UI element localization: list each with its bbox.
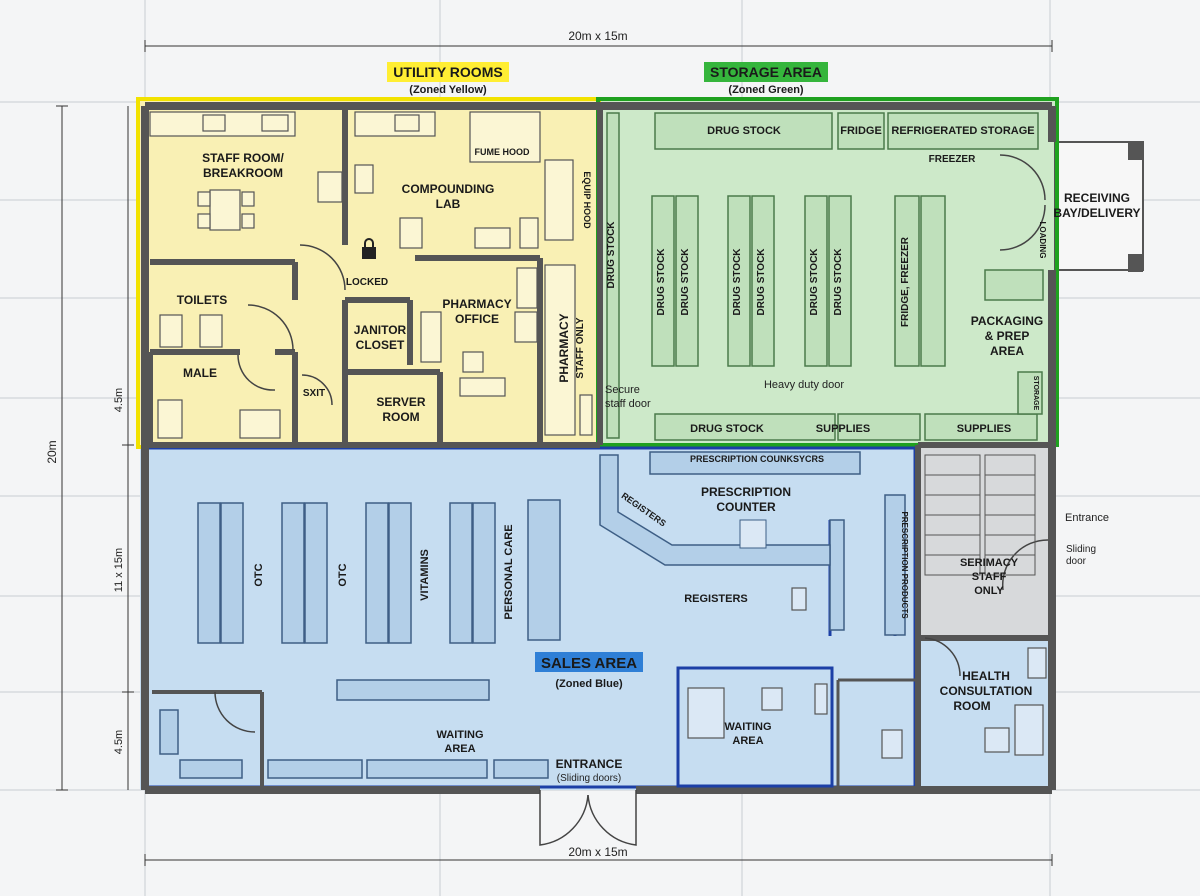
locked-label: LOCKED: [346, 277, 388, 288]
utility-furniture: [149, 111, 593, 439]
drug-stock-rack-4: DRUG STOCK: [756, 248, 767, 316]
prescription-counter-shape: [599, 454, 831, 566]
sliding-door-label-2: door: [1066, 556, 1087, 567]
pharmacy-staff-label-2: STAFF ONLY: [575, 317, 586, 378]
packaging-label-3: AREA: [990, 344, 1024, 358]
bay-post-bottom: [1128, 254, 1143, 272]
exit-label: SXIT: [303, 388, 325, 399]
pharmacy-office-label-1: PHARMACY: [442, 297, 511, 311]
health-label-2: CONSULTATION: [940, 684, 1033, 698]
sales-subtitle: (Zoned Blue): [555, 678, 623, 690]
storage-title: STORAGE AREA: [710, 64, 822, 80]
sales-aisles: [159, 451, 906, 779]
fume-hood-label: FUME HOOD: [475, 147, 530, 157]
serimacy-label-2: STAFF: [972, 571, 1007, 583]
drug-stock-rack-5: DRUG STOCK: [809, 248, 820, 316]
packaging-label-2: & PREP: [985, 329, 1030, 343]
stairs: [924, 454, 1036, 576]
serimacy-label-1: SERIMACY: [960, 557, 1019, 569]
packaging-label-1: PACKAGING: [971, 314, 1043, 328]
prescription-products-label: PRESCRIPTION PRODUCTS: [900, 511, 909, 619]
sliding-door-label-1: Sliding: [1066, 544, 1096, 555]
utility-title: UTILITY ROOMS: [393, 64, 502, 80]
dim-left-total: 20m: [45, 440, 59, 463]
storage-title-bg: [704, 62, 828, 82]
side-entrance-label: Entrance: [1065, 512, 1109, 524]
waiting-label-2: AREA: [444, 743, 475, 755]
vitamins-label: VITAMINS: [419, 549, 431, 601]
waiting-label-1: WAITING: [436, 729, 483, 741]
bay-post-top: [1128, 142, 1143, 160]
storage-small-label: STORAGE: [1032, 376, 1039, 411]
dimension-lines: [56, 40, 1053, 866]
otc-label-1: OTC: [253, 563, 265, 586]
utility-subtitle: (Zoned Yellow): [409, 84, 487, 96]
drug-stock-top-label: DRUG STOCK: [707, 125, 781, 137]
entrance-label: ENTRANCE: [556, 757, 623, 771]
secure-door-label-1: Secure: [605, 384, 640, 396]
sales-title: SALES AREA: [541, 655, 637, 672]
supplies-label-1: SUPPLIES: [816, 423, 870, 435]
fridge-label: FRIDGE: [840, 125, 882, 137]
pharmacy-office-label-2: OFFICE: [455, 312, 499, 326]
health-furniture: [687, 587, 1047, 759]
storage-racks: [606, 112, 1044, 441]
janitor-label-1: JANITOR: [354, 323, 407, 337]
registers-label: REGISTERS: [684, 593, 748, 605]
compounding-label-2: LAB: [436, 197, 461, 211]
freezer-label: FREEZER: [929, 154, 976, 165]
prescription-counter-label-1: PRESCRIPTION: [701, 485, 791, 499]
interior-walls: [145, 110, 1052, 790]
inner-waiting-label-2: AREA: [732, 735, 763, 747]
inner-waiting-label-1: WAITING: [724, 721, 771, 733]
toilets-label: TOILETS: [177, 293, 227, 307]
dim-bottom: 20m x 15m: [568, 845, 627, 859]
lock-icon: [362, 238, 376, 259]
serimacy-label-3: ONLY: [974, 585, 1004, 597]
zone-staff-stair: [918, 445, 1055, 638]
heavy-door-label: Heavy duty door: [764, 379, 844, 391]
staff-room-label-1: STAFF ROOM/: [202, 151, 284, 165]
entrance-sub-label: (Sliding doors): [557, 773, 621, 784]
staff-room-label-2: BREAKROOM: [203, 166, 283, 180]
health-label-1: HEALTH: [962, 669, 1010, 683]
prescription-counter-label-2: COUNTER: [716, 500, 776, 514]
receiving-label-1: RECEIVING: [1064, 191, 1130, 205]
receiving-label-2: BAY/DELIVERY: [1053, 206, 1140, 220]
prescription-counters-label: PRESCRIPTION COUNKSYCRS: [690, 454, 824, 464]
otc-label-2: OTC: [337, 563, 349, 586]
compounding-label-1: COMPOUNDING: [402, 182, 495, 196]
dim-top: 20m x 15m: [568, 29, 627, 43]
door-swings: [214, 154, 1049, 846]
secure-door-label-2: staff door: [605, 398, 651, 410]
refrigerated-label: REFRIGERATED STORAGE: [891, 125, 1034, 137]
dim-left-lower: 4.5m: [113, 730, 125, 754]
drug-stock-rack-2: DRUG STOCK: [680, 248, 691, 316]
dim-left-mid: 11 x 15m: [113, 548, 125, 592]
drug-stock-rack-3: DRUG STOCK: [732, 248, 743, 316]
supplies-label-2: SUPPLIES: [957, 423, 1011, 435]
equip-hood-label: EQUIP HOOD: [582, 171, 592, 229]
health-label-3: ROOM: [953, 699, 990, 713]
storage-subtitle: (Zoned Green): [728, 84, 804, 96]
dim-left-upper: 4.5m: [113, 388, 125, 412]
drug-stock-rack-1: DRUG STOCK: [656, 248, 667, 316]
personal-care-label: PERSONAL CARE: [503, 524, 515, 619]
loading-label: LOADING: [1038, 222, 1047, 259]
sales-title-bg: [535, 652, 643, 672]
fridge-freezer-label: FRIDGE, FREEZER: [900, 236, 911, 327]
utility-title-bg: [387, 62, 509, 82]
male-label: MALE: [183, 366, 217, 380]
pharmacy-staff-label-1: PHARMACY: [557, 313, 571, 382]
drug-stock-rack-6: DRUG STOCK: [833, 248, 844, 316]
drug-stock-bottom-label: DRUG STOCK: [690, 423, 764, 435]
drug-stock-wall-label: DRUG STOCK: [606, 221, 617, 289]
janitor-label-2: CLOSET: [356, 338, 405, 352]
server-label-1: SERVER: [376, 395, 425, 409]
counter-desk: [739, 519, 767, 549]
server-label-2: ROOM: [382, 410, 419, 424]
